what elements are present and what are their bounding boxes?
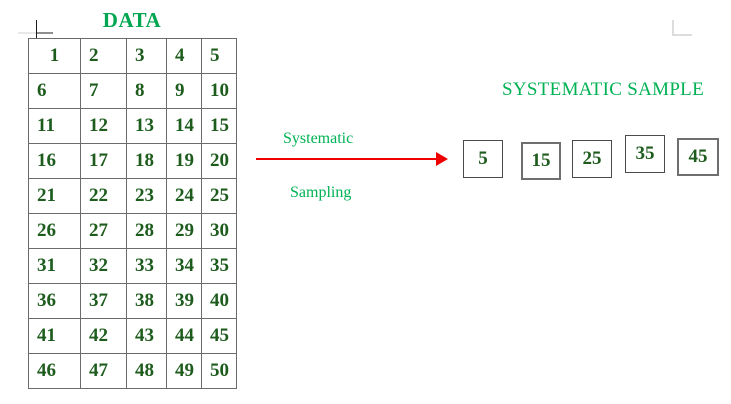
data-table: 1 2 3 4 5 6 7 8 9 10 11 12 13 14 15 16 — [28, 38, 237, 389]
table-cell: 6 — [28, 73, 81, 109]
table-cell: 28 — [126, 213, 167, 249]
table-cell: 41 — [28, 318, 81, 354]
table-cell: 1 — [28, 38, 81, 74]
process-label-bottom: Sampling — [290, 184, 352, 201]
sample-panel-title: SYSTEMATIC SAMPLE — [502, 79, 704, 100]
table-cell: 36 — [28, 283, 81, 319]
table-cell: 23 — [126, 178, 167, 214]
table-cell: 7 — [80, 73, 127, 109]
table-cell: 9 — [166, 73, 202, 109]
table-cell: 2 — [80, 38, 127, 74]
table-cell: 35 — [201, 248, 237, 284]
crop-mark-top-left-icon — [18, 20, 53, 50]
sample-box: 25 — [572, 140, 612, 178]
table-cell: 25 — [201, 178, 237, 214]
table-row: 41 42 43 44 45 — [28, 318, 237, 354]
process-label-top: Systematic — [283, 130, 354, 147]
sample-box: 15 — [521, 142, 561, 180]
table-cell: 50 — [201, 353, 237, 389]
table-row: 36 37 38 39 40 — [28, 283, 237, 319]
table-cell: 40 — [201, 283, 237, 319]
table-cell: 21 — [28, 178, 81, 214]
table-cell: 11 — [28, 108, 81, 144]
table-cell: 30 — [201, 213, 237, 249]
table-row: 11 12 13 14 15 — [28, 108, 237, 144]
table-row: 16 17 18 19 20 — [28, 143, 237, 179]
table-cell: 31 — [28, 248, 81, 284]
table-cell: 38 — [126, 283, 167, 319]
data-panel-title: DATA — [102, 8, 162, 32]
table-cell: 18 — [126, 143, 167, 179]
table-cell: 45 — [201, 318, 237, 354]
table-cell: 33 — [126, 248, 167, 284]
table-cell: 43 — [126, 318, 167, 354]
table-cell: 49 — [166, 353, 202, 389]
table-cell: 20 — [201, 143, 237, 179]
table-cell: 4 — [166, 38, 202, 74]
sample-box: 45 — [677, 138, 719, 176]
table-cell: 17 — [80, 143, 127, 179]
table-cell: 37 — [80, 283, 127, 319]
table-row: 46 47 48 49 50 — [28, 353, 237, 389]
table-cell: 47 — [80, 353, 127, 389]
table-cell: 48 — [126, 353, 167, 389]
table-cell: 19 — [166, 143, 202, 179]
table-cell: 32 — [80, 248, 127, 284]
table-row: 1 2 3 4 5 — [28, 38, 237, 74]
table-row: 31 32 33 34 35 — [28, 248, 237, 284]
table-cell: 5 — [201, 38, 237, 74]
table-cell: 34 — [166, 248, 202, 284]
table-cell: 46 — [28, 353, 81, 389]
table-row: 26 27 28 29 30 — [28, 213, 237, 249]
table-cell: 12 — [80, 108, 127, 144]
table-row: 21 22 23 24 25 — [28, 178, 237, 214]
arrow-right-icon — [256, 158, 438, 160]
table-cell: 14 — [166, 108, 202, 144]
table-cell: 22 — [80, 178, 127, 214]
table-cell: 3 — [126, 38, 167, 74]
table-cell: 15 — [201, 108, 237, 144]
table-cell: 24 — [166, 178, 202, 214]
table-cell: 44 — [166, 318, 202, 354]
table-cell: 27 — [80, 213, 127, 249]
table-cell: 42 — [80, 318, 127, 354]
table-cell: 13 — [126, 108, 167, 144]
arrow-head-icon — [436, 152, 448, 166]
table-row: 6 7 8 9 10 — [28, 73, 237, 109]
table-cell: 8 — [126, 73, 167, 109]
sample-box: 5 — [463, 140, 503, 178]
table-cell: 29 — [166, 213, 202, 249]
table-cell: 10 — [201, 73, 237, 109]
table-cell: 39 — [166, 283, 202, 319]
table-cell: 26 — [28, 213, 81, 249]
table-cell: 16 — [28, 143, 81, 179]
sample-box: 35 — [625, 135, 665, 173]
crop-mark-top-right-icon — [672, 20, 694, 38]
